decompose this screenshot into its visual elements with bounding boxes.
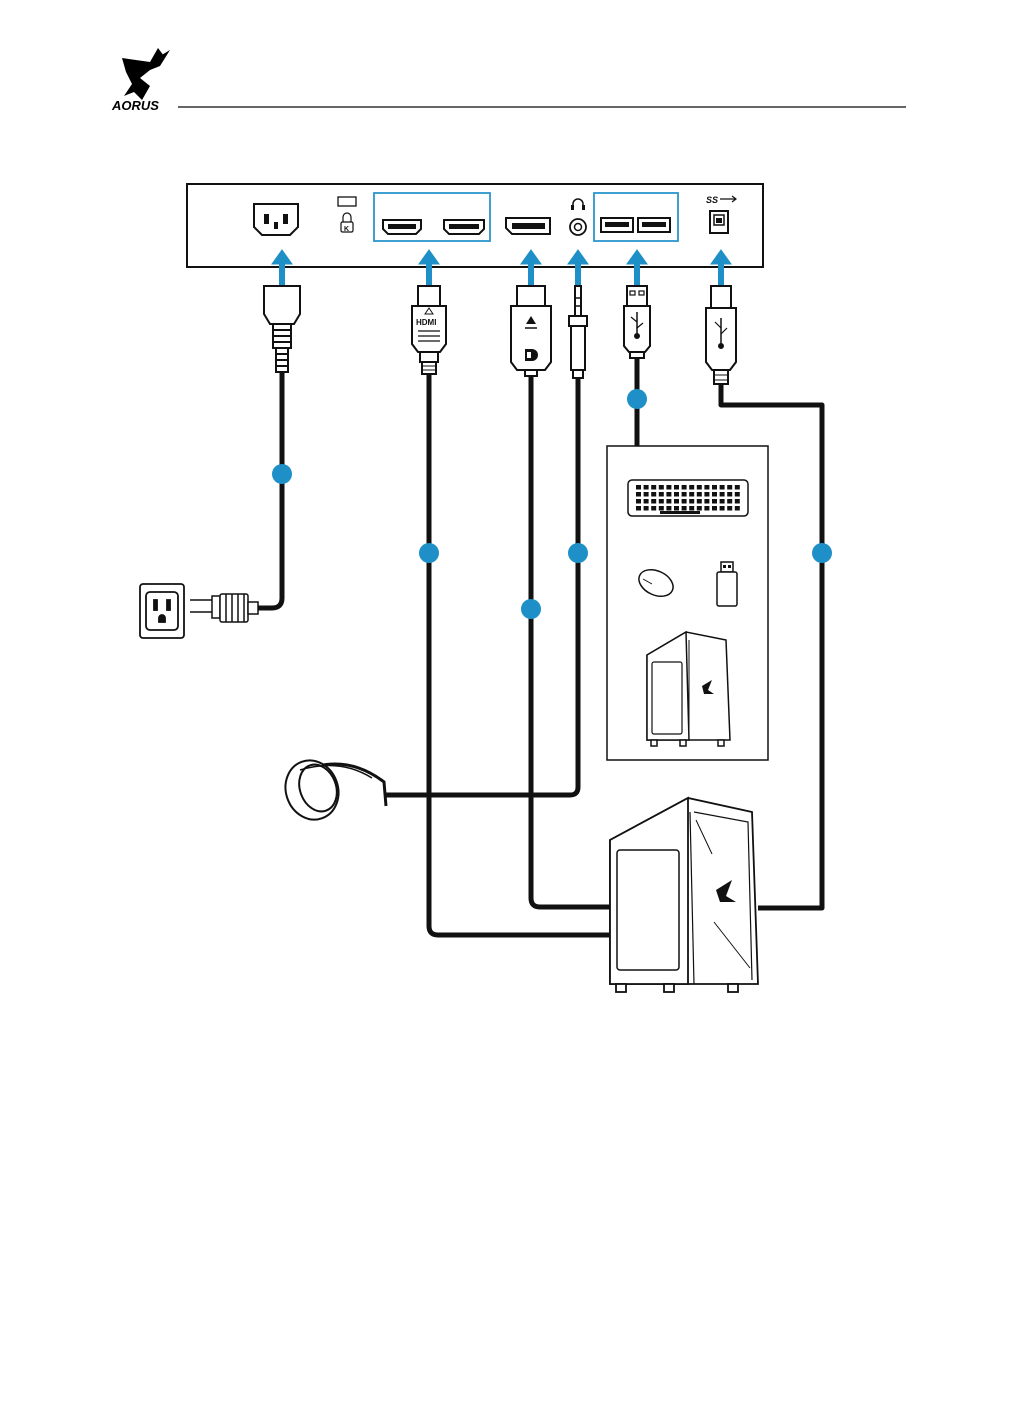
keyboard-key xyxy=(689,492,694,497)
keyboard-key xyxy=(644,492,649,497)
keyboard-key xyxy=(666,492,671,497)
header: AORUS xyxy=(111,48,906,113)
brand-name: AORUS xyxy=(111,98,159,113)
pc-tower-icon xyxy=(647,632,730,746)
keyboard-key xyxy=(735,485,740,490)
keyboard-key xyxy=(720,499,725,504)
keyboard-key xyxy=(735,506,740,511)
keyboard-key xyxy=(704,506,709,511)
keyboard-key xyxy=(712,506,717,511)
keyboard-key xyxy=(697,485,702,490)
usb-a-port-icon xyxy=(601,218,633,232)
keyboard-key xyxy=(674,492,679,497)
usb-a-cable-connector xyxy=(624,286,650,358)
marker-audio xyxy=(568,543,588,563)
keyboard-key xyxy=(682,499,687,504)
marker-dp xyxy=(521,599,541,619)
keyboard-key xyxy=(659,506,664,511)
keyboard-spacebar xyxy=(660,511,700,514)
keyboard-key xyxy=(697,492,702,497)
keyboard-key xyxy=(704,492,709,497)
marker-power xyxy=(272,464,292,484)
keyboard-key xyxy=(666,499,671,504)
hdmi-port-icon xyxy=(383,220,421,234)
keyboard-key xyxy=(720,506,725,511)
keyboard-key xyxy=(644,499,649,504)
keyboard-key xyxy=(735,492,740,497)
keyboard-key xyxy=(727,485,732,490)
usb-a-port-icon xyxy=(638,218,670,232)
pc-tower-icon xyxy=(610,798,758,992)
audio-cable-line xyxy=(386,378,578,795)
keyboard-key xyxy=(682,506,687,511)
keyboard-key xyxy=(644,485,649,490)
keyboard-key xyxy=(659,499,664,504)
ss-usb-label: SS xyxy=(706,195,718,205)
keyboard-key xyxy=(651,506,656,511)
keyboard-key xyxy=(727,492,732,497)
svg-text:K: K xyxy=(344,226,349,233)
hdmi-port-icon xyxy=(444,220,484,234)
keyboard-key xyxy=(727,499,732,504)
keyboard-key xyxy=(636,485,641,490)
marker-usb-b xyxy=(812,543,832,563)
keyboard-key xyxy=(651,499,656,504)
displayport-cable-connector xyxy=(511,286,551,376)
keyboard-key xyxy=(689,499,694,504)
keyboard-key xyxy=(720,485,725,490)
wall-outlet-icon xyxy=(140,584,184,638)
keyboard-key xyxy=(636,492,641,497)
marker-usb-a xyxy=(627,389,647,409)
keyboard-key xyxy=(682,492,687,497)
hdmi-cable-line xyxy=(429,374,614,935)
dp-cable-line xyxy=(531,375,614,907)
keyboard-key xyxy=(689,506,694,511)
keyboard-key xyxy=(659,492,664,497)
keyboard-key xyxy=(735,499,740,504)
aorus-eagle-logo xyxy=(122,48,170,100)
keyboard-key xyxy=(674,506,679,511)
keyboard-key xyxy=(666,506,671,511)
keyboard-key xyxy=(636,499,641,504)
hdmi-cable-connector: HDMI xyxy=(412,286,446,374)
keyboard-icon xyxy=(628,480,748,516)
displayport-port-icon xyxy=(506,218,550,234)
headphones-icon xyxy=(277,753,386,827)
hdmi-logo-text: HDMI xyxy=(416,318,436,327)
usb-peripherals-box xyxy=(607,446,768,760)
keyboard-key xyxy=(704,485,709,490)
keyboard-key xyxy=(712,492,717,497)
power-cable-connector xyxy=(264,286,300,372)
keyboard-key xyxy=(659,485,664,490)
keyboard-key xyxy=(651,485,656,490)
keyboard-key xyxy=(666,485,671,490)
keyboard-key xyxy=(674,499,679,504)
keyboard-key xyxy=(720,492,725,497)
keyboard-key xyxy=(674,485,679,490)
power-plug-icon xyxy=(190,594,258,622)
ac-inlet-icon xyxy=(254,204,298,235)
keyboard-key xyxy=(697,499,702,504)
keyboard-key xyxy=(712,485,717,490)
keyboard-key xyxy=(704,499,709,504)
marker-hdmi xyxy=(419,543,439,563)
power-cable-line xyxy=(258,372,282,608)
keyboard-key xyxy=(651,492,656,497)
keyboard-key xyxy=(636,506,641,511)
keyboard-key xyxy=(682,485,687,490)
audio-cable-connector xyxy=(569,286,587,378)
usb-b-cable-connector xyxy=(706,286,736,384)
keyboard-key xyxy=(712,499,717,504)
keyboard-key xyxy=(697,506,702,511)
keyboard-key xyxy=(689,485,694,490)
monitor-port-panel: K xyxy=(187,184,763,267)
keyboard-key xyxy=(644,506,649,511)
keyboard-key xyxy=(727,506,732,511)
